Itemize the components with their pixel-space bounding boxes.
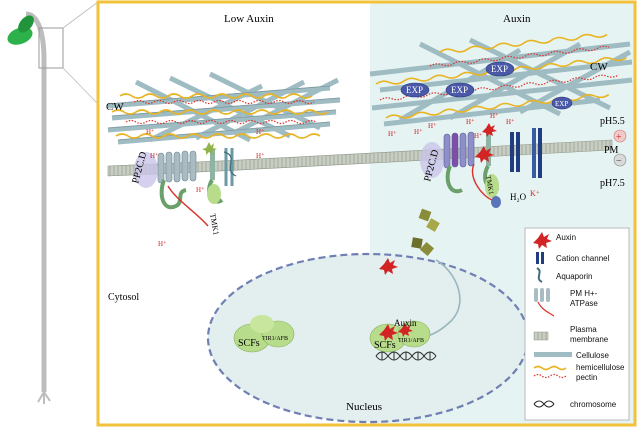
cw-left-label: CW	[106, 101, 124, 113]
seedling-icon	[7, 1, 99, 404]
legend-hemicellulose-label: hemicellulose	[576, 363, 625, 372]
expansin-icon	[485, 61, 515, 77]
cation-channel-right	[471, 132, 520, 201]
svg-text:H⁺: H⁺	[388, 130, 397, 138]
proton-labels: H⁺ H⁺ H⁺ H⁺ H⁺ H⁺ H⁺ H⁺ H⁺ H⁺ H⁺ H⁺ H⁺	[146, 112, 515, 248]
svg-text:H⁺: H⁺	[474, 132, 483, 140]
cw-right-label: CW	[590, 61, 608, 73]
svg-text:H⁺: H⁺	[256, 128, 265, 136]
svg-text:H⁺: H⁺	[158, 240, 167, 248]
legend-aquaporin-icon	[536, 267, 543, 283]
ph-inside-label: pH7.5	[600, 178, 625, 189]
svg-text:H⁺: H⁺	[196, 186, 205, 194]
exp-label: EXP	[491, 64, 508, 74]
pm-label: PM	[604, 145, 619, 156]
auxin-icon	[475, 123, 497, 163]
diagram-frame	[96, 0, 637, 427]
minus-icon	[613, 153, 627, 167]
legend-cellulose-icon	[534, 352, 572, 357]
cell-wall-left	[107, 71, 341, 145]
svg-text:H⁺: H⁺	[256, 152, 265, 160]
tmk1-right-label: TMK1	[484, 175, 495, 196]
expansin-icon	[400, 82, 430, 98]
auxin-title: Auxin	[503, 13, 531, 25]
svg-text:H⁺: H⁺	[466, 118, 475, 126]
legend: Auxin Cation channel Aquaporin PM H+- AT…	[524, 227, 630, 421]
auxin-nucleus-label: Auxin	[394, 318, 417, 328]
k-plus-label: K⁺	[530, 189, 540, 198]
legend-chromosome-label: chromosome	[570, 400, 617, 409]
pp2cd-right	[420, 142, 444, 178]
exp-label: EXP	[406, 85, 423, 95]
scf-right-superscript: TIR1/AFB	[398, 338, 424, 344]
legend-cellulose-label: Cellulose	[576, 351, 609, 360]
tmk1-right	[483, 130, 501, 208]
scf-complex-left	[233, 315, 295, 353]
protein-complex-icon	[411, 208, 440, 257]
pm-atpase-right	[443, 131, 475, 194]
legend-hemicellulose-pectin-icon	[533, 365, 567, 379]
legend-auxin-icon	[533, 232, 552, 249]
legend-cation-channel-icon	[536, 252, 544, 264]
legend-pm-atpase-label-2: ATPase	[570, 299, 598, 308]
legend-pectin-label: pectin	[576, 373, 597, 382]
chromosome-icon	[375, 351, 437, 361]
auxin-icon	[379, 323, 413, 341]
pp2cd-left	[134, 152, 158, 188]
aquaporin-left	[223, 148, 237, 186]
svg-text:H⁺: H⁺	[146, 128, 155, 136]
svg-text:H⁺: H⁺	[414, 128, 423, 136]
expansin-icon	[445, 82, 475, 98]
legend-pm-atpase-label-1: PM H+-	[570, 289, 598, 298]
aquaporin-right	[532, 128, 542, 178]
plus-icon	[613, 129, 627, 143]
svg-text:H⁺: H⁺	[150, 152, 159, 160]
legend-pm-atpase-icon	[534, 288, 555, 317]
legend-aquaporin-label: Aquaporin	[556, 272, 592, 281]
legend-cation-channel-label: Cation channel	[556, 254, 610, 263]
svg-text:H⁺: H⁺	[506, 118, 515, 126]
h2o-label: H₂O	[510, 192, 527, 202]
minus-sign: −	[616, 156, 622, 167]
legend-plasma-membrane-label-2: membrane	[570, 335, 609, 344]
svg-text:H⁺: H⁺	[490, 112, 499, 120]
ph-outside-label: pH5.5	[600, 116, 625, 127]
scf-left-superscript: TIR1/AFB	[262, 336, 288, 342]
cell-wall-right: EXP EXP EXP EXP	[369, 33, 633, 127]
nucleus-label: Nucleus	[346, 401, 382, 413]
tmk1-left-label: TMK1	[208, 213, 221, 236]
scf-left-label: SCFs	[238, 338, 260, 349]
legend-chromosome-icon	[533, 400, 555, 408]
exp-label: EXP	[451, 85, 468, 95]
low-auxin-title: Low Auxin	[224, 13, 274, 25]
auxin-small-icon	[202, 142, 217, 155]
pm-atpase-left	[157, 150, 209, 227]
scf-right-label: SCFs	[374, 340, 396, 351]
legend-plasma-membrane-icon	[533, 331, 549, 341]
expansin-icon	[551, 96, 573, 110]
exp-label: EXP	[555, 100, 568, 108]
svg-text:H⁺: H⁺	[428, 122, 437, 130]
tmk1-left	[207, 150, 224, 204]
plus-sign: +	[616, 132, 622, 143]
legend-plasma-membrane-label-1: Plasma	[570, 325, 597, 334]
cytosol-label: Cytosol	[108, 292, 139, 303]
legend-auxin-label: Auxin	[556, 233, 576, 242]
auxin-icon	[379, 258, 398, 275]
